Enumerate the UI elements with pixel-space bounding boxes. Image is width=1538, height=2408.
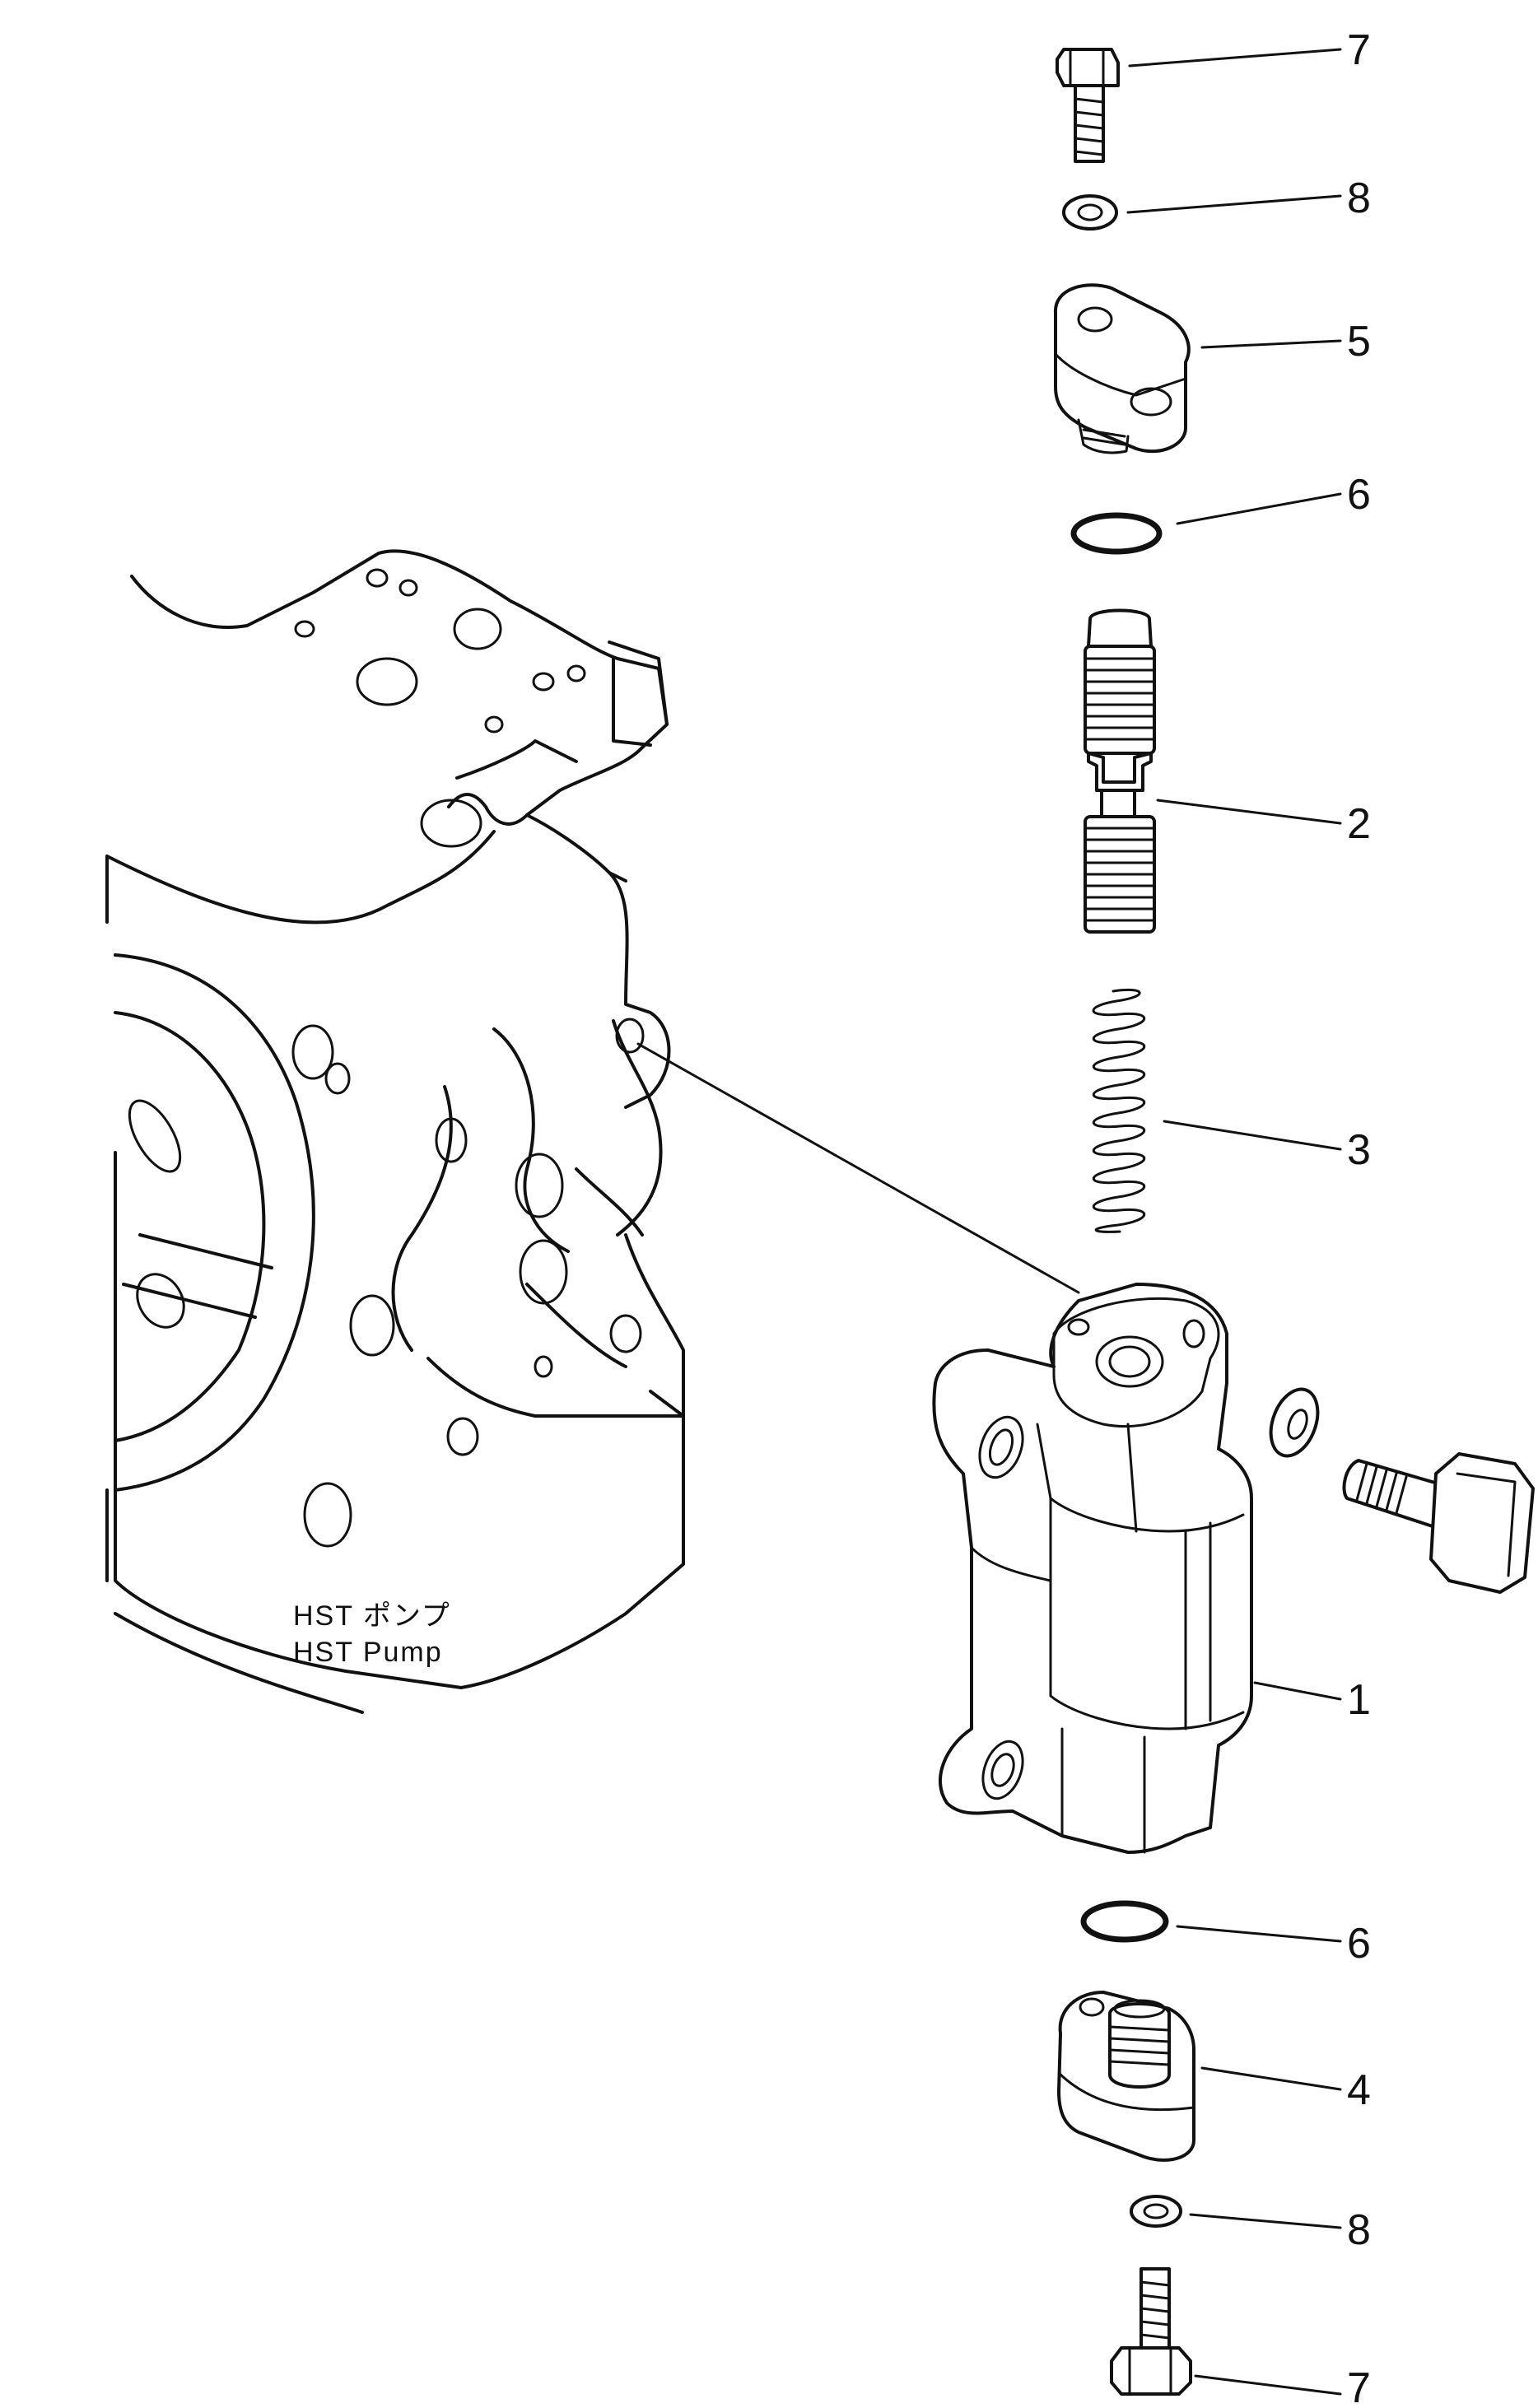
leader-valve-body xyxy=(1253,1681,1342,1701)
callout-cover-bottom: 4 xyxy=(1347,2066,1371,2114)
callout-valve-body: 1 xyxy=(1347,1676,1371,1724)
leader-cover-top xyxy=(1200,339,1342,349)
spool xyxy=(1084,608,1156,934)
pump-label-en: HST Pump xyxy=(293,1637,443,1668)
leader-oring-bottom xyxy=(1176,1925,1342,1943)
callout-spring: 3 xyxy=(1347,1126,1371,1174)
pump-label: HST ポンプ HST Pump xyxy=(293,1600,451,1668)
assembly-leader-line xyxy=(636,1042,1080,1294)
leader-bolt-bottom xyxy=(1194,2374,1342,2396)
callout-bolt-top: 7 xyxy=(1347,26,1371,74)
leader-spring xyxy=(1163,1120,1342,1151)
spring xyxy=(1092,988,1146,1233)
hst-pump-housing xyxy=(105,549,685,1714)
oring-top xyxy=(1070,512,1163,555)
leader-cover-bottom xyxy=(1200,2066,1342,2091)
bolt-top xyxy=(1056,48,1120,163)
callout-oring-top: 6 xyxy=(1347,471,1371,519)
callout-oring-bottom: 6 xyxy=(1347,1920,1371,1968)
mounting-bolt xyxy=(1342,1452,1535,1594)
leader-washer-top xyxy=(1126,194,1342,214)
oring-bottom xyxy=(1080,1900,1169,1943)
pump-label-jp: HST ポンプ xyxy=(293,1600,451,1632)
callout-bolt-bottom: 7 xyxy=(1347,2364,1371,2404)
callout-washer-bottom: 8 xyxy=(1347,2206,1371,2254)
leader-spool xyxy=(1156,799,1342,825)
cover-top xyxy=(1053,283,1191,454)
washer-top xyxy=(1062,194,1118,231)
callout-cover-top: 5 xyxy=(1347,318,1371,366)
leader-bolt-top xyxy=(1128,48,1342,68)
washer-bottom xyxy=(1130,2195,1182,2228)
leader-oring-top xyxy=(1176,492,1342,525)
bolt-bottom xyxy=(1110,2267,1192,2396)
callout-washer-top: 8 xyxy=(1347,175,1371,222)
callout-spool: 2 xyxy=(1347,800,1371,848)
leader-washer-bottom xyxy=(1189,2213,1342,2229)
mounting-washer xyxy=(1269,1387,1320,1458)
valve-body xyxy=(932,1283,1253,1854)
cover-bottom xyxy=(1057,1991,1195,2162)
